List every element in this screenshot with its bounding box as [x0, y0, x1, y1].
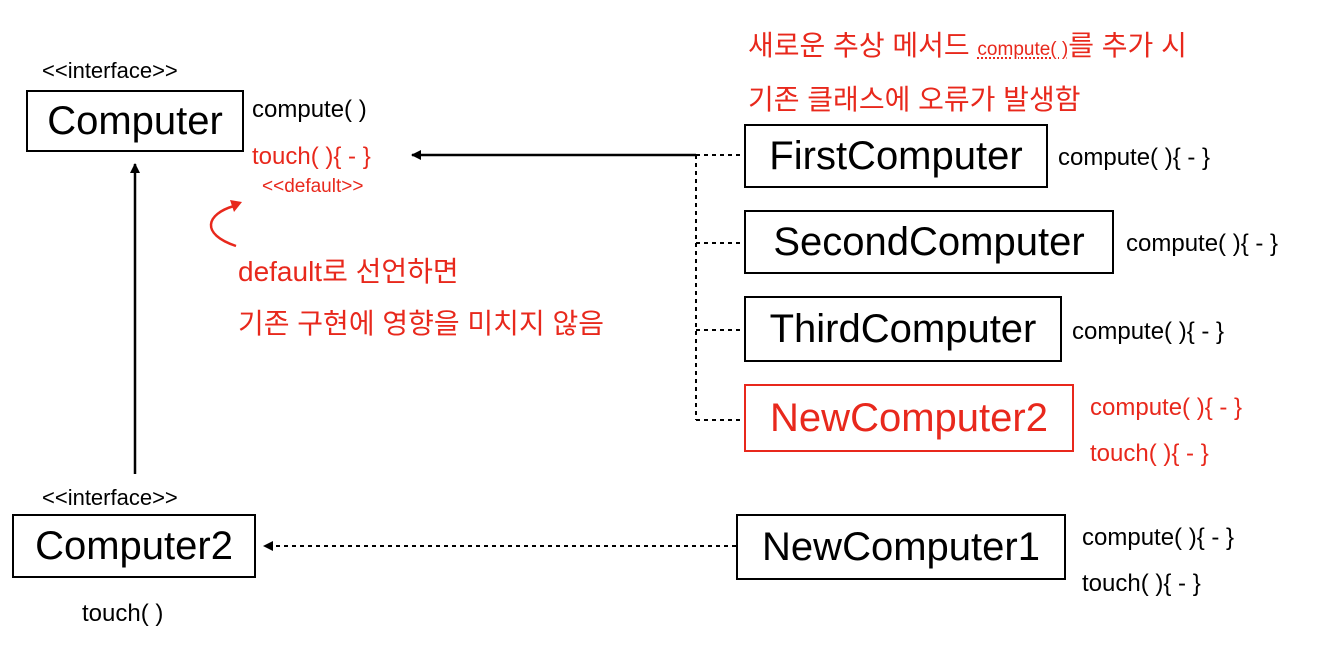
new1-method-touch: touch( ){ - } [1082, 570, 1201, 597]
curved-red-arrow [209, 204, 237, 248]
warning-note-line1: 새로운 추상 메서드 compute( )를 추가 시 [748, 30, 1187, 61]
class-first-computer: FirstComputer [744, 124, 1048, 188]
default-note-line2: 기존 구현에 영향을 미치지 않음 [238, 308, 604, 339]
new1-method-compute: compute( ){ - } [1082, 524, 1235, 551]
default-note-line1: default로 선언하면 [238, 256, 459, 287]
computer2-interface-box: Computer2 [12, 514, 256, 578]
computer2-method-touch: touch( ) [82, 600, 164, 627]
class-second-computer: SecondComputer [744, 210, 1114, 274]
class-third-computer: ThirdComputer [744, 296, 1062, 362]
computer-method-touch: touch( ){ - } [252, 143, 371, 170]
class-new-computer1: NewComputer1 [736, 514, 1066, 580]
warning-code: compute( ) [977, 39, 1069, 60]
touch-default-stereotype: <<default>> [262, 176, 364, 197]
new2-method-compute: compute( ){ - } [1090, 394, 1243, 421]
second-method-compute: compute( ){ - } [1126, 230, 1279, 257]
first-method-compute: compute( ){ - } [1058, 144, 1211, 171]
computer2-stereotype: <<interface>> [42, 485, 178, 510]
computer-interface-box: Computer [26, 90, 244, 152]
warning-note-line2: 기존 클래스에 오류가 발생함 [748, 84, 1081, 115]
computer-method-compute: compute( ) [252, 96, 367, 123]
computer-stereotype: <<interface>> [42, 58, 178, 83]
third-method-compute: compute( ){ - } [1072, 318, 1225, 345]
class-new-computer2: NewComputer2 [744, 384, 1074, 452]
new2-method-touch: touch( ){ - } [1090, 440, 1209, 467]
